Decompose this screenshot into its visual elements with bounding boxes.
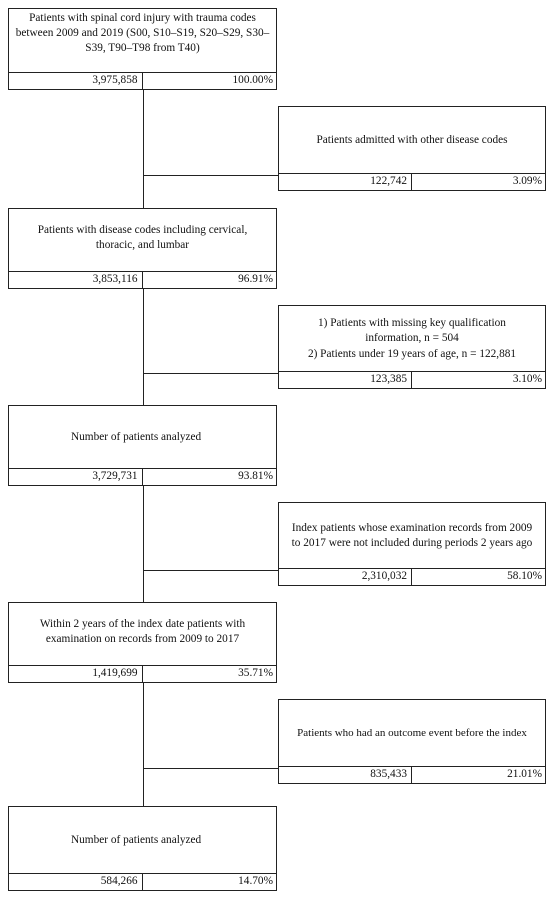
step-text: Number of patients analyzed xyxy=(71,833,202,846)
count-value: 3,853,116 xyxy=(9,272,143,288)
percent-value: 35.71% xyxy=(238,667,273,679)
count-row: 3,853,116 96.91% xyxy=(9,271,276,288)
count-row: 123,385 3.10% xyxy=(279,371,545,388)
count-value: 2,310,032 xyxy=(279,569,412,585)
count-row: 3,729,731 93.81% xyxy=(9,468,276,485)
count-row: 835,433 21.01% xyxy=(279,766,545,783)
count-value: 123,385 xyxy=(279,372,412,388)
percent-value: 14.70% xyxy=(238,875,273,887)
branch-connector-1 xyxy=(143,175,278,176)
exclusion-box-1: Patients admitted with other disease cod… xyxy=(278,106,546,191)
exclusion-line: Patients who had an outcome event before… xyxy=(297,727,527,740)
exclusion-box-2: 1) Patients with missing key qualificati… xyxy=(278,305,546,389)
step-box-2: Patients with disease codes including ce… xyxy=(8,208,277,289)
step-box-5: Number of patients analyzed 584,266 14.7… xyxy=(8,806,277,891)
percent-value: 96.91% xyxy=(238,273,273,285)
step-box-1: Patients with spinal cord injury with tr… xyxy=(8,8,277,90)
exclusion-line: Index patients whose examination records… xyxy=(291,521,533,549)
exclusion-line: Patients admitted with other disease cod… xyxy=(316,133,508,146)
count-row: 584,266 14.70% xyxy=(9,873,276,890)
exclusion-text: 1) Patients with missing key qualificati… xyxy=(279,306,545,372)
step-text: Patients with disease codes including ce… xyxy=(37,224,248,252)
count-row: 3,975,858 100.00% xyxy=(9,72,276,89)
exclusion-text: Patients admitted with other disease cod… xyxy=(279,107,545,174)
count-row: 122,742 3.09% xyxy=(279,173,545,190)
step-box-3: Number of patients analyzed 3,729,731 93… xyxy=(8,405,277,486)
step-text: Number of patients analyzed xyxy=(71,430,202,443)
count-value: 584,266 xyxy=(9,874,143,890)
branch-connector-4 xyxy=(143,768,278,769)
percent-value: 3.10% xyxy=(512,373,542,385)
step-text: Patients with spinal cord injury with tr… xyxy=(15,12,270,55)
count-value: 3,729,731 xyxy=(9,469,143,485)
exclusion-text: Index patients whose examination records… xyxy=(279,503,545,569)
count-value: 835,433 xyxy=(279,767,412,783)
exclusion-line: 2) Patients under 19 years of age, n = 1… xyxy=(307,347,517,360)
percent-value: 58.10% xyxy=(507,570,542,582)
exclusion-line: 1) Patients with missing key qualificati… xyxy=(318,317,506,345)
branch-connector-3 xyxy=(143,570,278,571)
exclusion-text: Patients who had an outcome event before… xyxy=(279,700,545,767)
step-box-4: Within 2 years of the index date patient… xyxy=(8,602,277,683)
percent-value: 3.09% xyxy=(512,175,542,187)
count-row: 1,419,699 35.71% xyxy=(9,665,276,682)
count-value: 1,419,699 xyxy=(9,666,143,682)
step-text: Within 2 years of the index date patient… xyxy=(39,618,246,646)
count-row: 2,310,032 58.10% xyxy=(279,568,545,585)
percent-value: 93.81% xyxy=(238,470,273,482)
exclusion-box-4: Patients who had an outcome event before… xyxy=(278,699,546,784)
percent-value: 100.00% xyxy=(232,74,273,86)
count-value: 3,975,858 xyxy=(9,73,143,89)
percent-value: 21.01% xyxy=(507,768,542,780)
exclusion-box-3: Index patients whose examination records… xyxy=(278,502,546,586)
branch-connector-2 xyxy=(143,373,278,374)
count-value: 122,742 xyxy=(279,174,412,190)
